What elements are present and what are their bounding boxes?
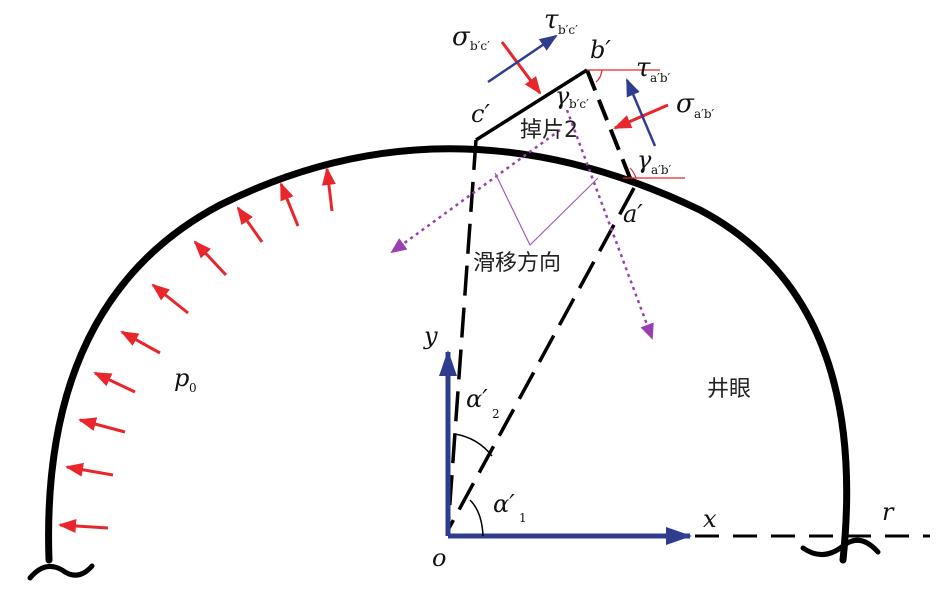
slip-label-leader xyxy=(494,172,599,247)
tau-bc-sub: b′c′ xyxy=(558,23,578,37)
gamma-bc-arc xyxy=(595,69,603,83)
tau-ab-sub: a′b′ xyxy=(650,71,671,85)
gamma-ab-arc xyxy=(629,167,637,179)
gamma-ab-label: γ xyxy=(637,146,652,174)
break-mark-left xyxy=(27,563,95,581)
gamma-bc-label: γ xyxy=(555,82,570,110)
b-prime-label: b′ xyxy=(590,36,611,64)
break-mark-right xyxy=(800,537,881,557)
tau-ab-label: τ xyxy=(636,53,651,83)
a-prime-label: a′ xyxy=(623,200,643,228)
pressure-arrows xyxy=(58,167,336,533)
sigma-bc-label: σ xyxy=(452,22,471,52)
slip-arrow-right xyxy=(565,109,654,340)
slip-direction-label: 滑移方向 xyxy=(473,251,561,276)
tau-bc-arrow xyxy=(487,34,558,84)
sigma-bc-arrow xyxy=(500,41,542,95)
p0-label: p xyxy=(174,364,189,392)
x-axis-label: x xyxy=(703,505,717,533)
gamma-ab-sub: a′b′ xyxy=(651,163,672,177)
alpha2-label: α′ xyxy=(466,385,488,413)
origin-label: o xyxy=(432,544,446,572)
tau-bc-label: τ xyxy=(544,5,559,35)
fragment-label: 掉片2 xyxy=(520,118,578,143)
fragment-edge-bc xyxy=(475,68,588,142)
alpha2-sub: 2 xyxy=(492,407,500,421)
alpha1-label: α′ xyxy=(493,490,515,518)
borehole-label: 井眼 xyxy=(707,377,751,402)
alpha1-sub: 1 xyxy=(519,511,527,525)
radial-line-c xyxy=(446,139,478,531)
alpha2-arc xyxy=(454,433,493,457)
alpha1-arc xyxy=(469,499,484,537)
sigma-ab-sub: a′b′ xyxy=(694,107,715,121)
radial-line-a xyxy=(446,187,636,531)
c-prime-label: c′ xyxy=(471,100,490,128)
borehole-wall-arc xyxy=(45,145,851,564)
sigma-bc-sub: b′c′ xyxy=(470,39,490,53)
tau-ab-arrow xyxy=(625,78,657,147)
y-axis-label: y xyxy=(423,322,438,350)
gamma-bc-sub: b′c′ xyxy=(569,97,589,111)
fragment-edge-ab xyxy=(585,69,636,189)
sigma-ab-label: σ xyxy=(676,89,695,119)
r-label: r xyxy=(882,498,895,526)
p0-sub: 0 xyxy=(189,381,197,395)
